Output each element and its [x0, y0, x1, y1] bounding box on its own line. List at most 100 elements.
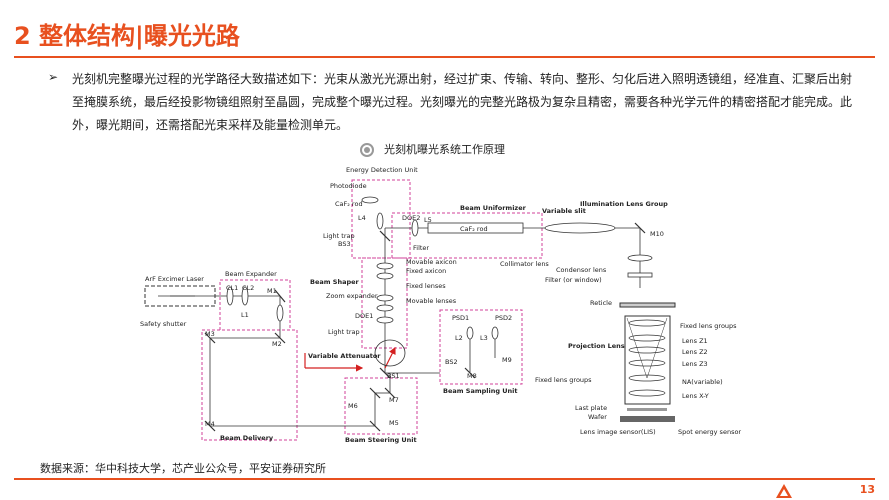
label-psd2: PSD2: [495, 314, 512, 322]
projection-barrel: [624, 315, 671, 405]
label-movable-lenses: Movable lenses: [406, 297, 457, 305]
label-illumination-lens-group: Illumination Lens Group: [580, 200, 668, 208]
label-lens-image-sensor: Lens image sensor(LIS): [580, 428, 656, 436]
label-beam-expander: Beam Expander: [225, 270, 277, 278]
label-m1: M1: [267, 287, 277, 295]
label-fixed-lens-groups-1: Fixed lens groups: [680, 322, 737, 330]
label-wafer: Wafer: [588, 413, 607, 421]
label-m10: M10: [650, 230, 664, 238]
attenuator-circle: [374, 339, 406, 367]
label-lens-z3: Lens Z3: [682, 360, 708, 368]
label-variable-slit: Variable slit: [542, 207, 586, 215]
zoom-lens-2: [376, 304, 394, 312]
page-number: 13: [859, 483, 875, 496]
label-beam-steering-unit: Beam Steering Unit: [345, 436, 417, 444]
label-light-trap-1: Light trap: [323, 232, 355, 240]
label-reticle: Reticle: [590, 299, 612, 307]
cl2-lens: [241, 286, 249, 306]
red-indicators: [304, 346, 396, 372]
label-l3: L3: [480, 334, 488, 342]
label-beam-delivery: Beam Delivery: [220, 434, 274, 442]
label-bs3: BS3: [338, 240, 351, 248]
label-na-variable: NA(variable): [682, 378, 723, 386]
bullet-arrow-icon: ➢: [48, 70, 59, 84]
label-lens-z2: Lens Z2: [682, 348, 708, 356]
beam-steering-box: [344, 377, 418, 435]
label-fixed-lens-groups-2: Fixed lens groups: [535, 376, 592, 384]
label-photodiode: Photodiode: [330, 182, 367, 190]
axicon-2: [376, 272, 394, 280]
label-beam-uniformizer: Beam Uniformizer: [460, 204, 527, 212]
label-psd1: PSD1: [452, 314, 469, 322]
beam-uniformizer-box: [391, 212, 543, 259]
label-zoom-expander: Zoom expander: [326, 292, 378, 300]
projection-cone: [626, 317, 668, 379]
label-l4: L4: [358, 214, 366, 222]
bs2-splitter: [464, 367, 476, 379]
proj-lens-z3: [628, 359, 666, 367]
label-l5: L5: [424, 216, 432, 224]
axicon-1: [376, 262, 394, 270]
beam-shaper-box: [361, 257, 408, 349]
zoom-lens-3: [376, 316, 394, 324]
label-filter-or-window: Filter (or window): [545, 276, 602, 284]
caf-rod: [427, 222, 524, 234]
m5-mirror: [369, 420, 381, 432]
label-bs1: BS1: [387, 372, 400, 380]
page-title: 2 整体结构|曝光光路: [14, 22, 240, 50]
label-fixed-axicon: Fixed axicon: [406, 267, 446, 275]
mirrors: [204, 222, 646, 432]
label-condensor-lens: Condensor lens: [556, 266, 607, 274]
label-collimator-lens: Collimator lens: [500, 260, 549, 268]
last-plate: [627, 408, 667, 411]
projection-lens-assembly: [619, 302, 676, 422]
label-m7: M7: [389, 396, 399, 404]
figure-caption: 光刻机曝光系统工作原理: [360, 141, 505, 157]
label-beam-sampling-unit: Beam Sampling Unit: [443, 387, 518, 395]
label-cl1: CL1: [226, 284, 238, 292]
label-arf-laser: ArF Excimer Laser: [145, 275, 204, 283]
label-m5: M5: [389, 419, 399, 427]
label-safety-shutter: Safety shutter: [140, 320, 187, 328]
l3-lens: [491, 326, 499, 340]
proj-lens-1: [628, 319, 666, 327]
exposure-system-diagram: Energy Detection Unit Photodiode CaF₂ ro…: [140, 166, 741, 444]
label-m3: M3: [205, 330, 215, 338]
footer-divider: [14, 478, 875, 480]
proj-lens-z1: [628, 334, 666, 342]
red-beam-segment-3: [384, 346, 396, 369]
label-variable-attenuator: Variable Attenuator: [308, 352, 381, 360]
title-divider: [14, 56, 875, 58]
label-spot-energy-sensor: Spot energy sensor: [678, 428, 741, 436]
data-source-note: 数据来源：华中科技大学，芯产业公众号，平安证券研究所: [40, 462, 326, 475]
m1-mirror: [274, 289, 286, 303]
label-movable-axicon: Movable axicon: [406, 258, 457, 266]
proj-lens-xy: [628, 389, 666, 397]
label-cl2: CL2: [242, 284, 254, 292]
photodiode-lens: [361, 196, 379, 204]
label-last-plate: Last plate: [575, 404, 607, 412]
label-lens-xy: Lens X-Y: [682, 392, 709, 400]
beam-sampling-box: [439, 309, 523, 385]
optical-elements: [226, 196, 653, 367]
cl1-lens: [226, 286, 234, 306]
label-doe1: DOE1: [355, 312, 373, 320]
m6-mirror: [369, 387, 381, 399]
label-m9: M9: [502, 356, 512, 364]
label-doe2: DOE2: [402, 214, 420, 222]
label-l2: L2: [455, 334, 463, 342]
label-light-trap-2: Light trap: [328, 328, 360, 336]
label-lens-z1: Lens Z1: [682, 337, 708, 345]
label-m4: M4: [205, 420, 215, 428]
unit-boxes: [201, 179, 543, 441]
reticle-plate: [619, 302, 676, 308]
bs3-splitter: [379, 230, 391, 242]
brand-triangle-icon: [776, 484, 792, 498]
caption-circle-icon: [360, 143, 374, 157]
diagram-labels: Energy Detection Unit Photodiode CaF₂ ro…: [140, 166, 741, 444]
zoom-lens-1: [376, 294, 394, 302]
m7-mirror: [384, 387, 396, 399]
label-m8: M8: [467, 372, 477, 380]
collimator-lens: [544, 222, 616, 234]
l2-lens: [466, 326, 474, 340]
